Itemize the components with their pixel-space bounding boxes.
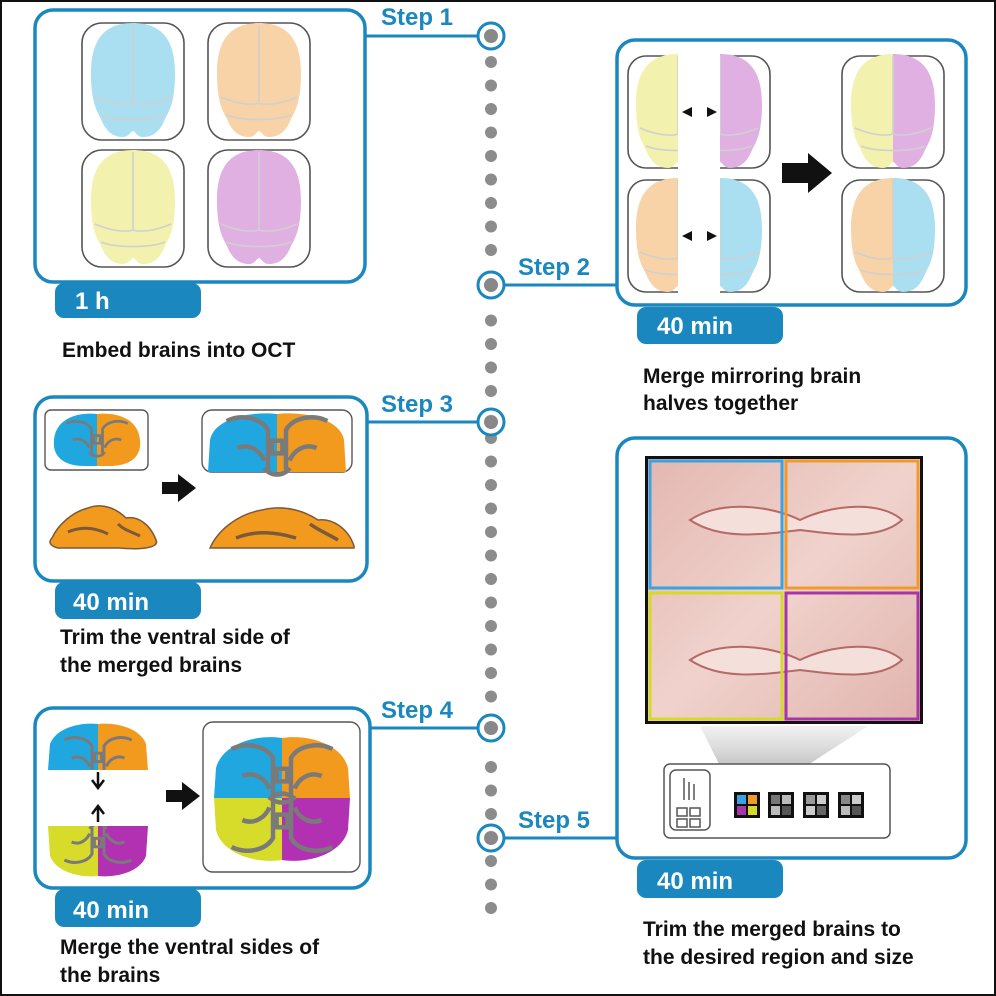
step3-caption-line2: the merged brains bbox=[60, 654, 242, 677]
gray-square-icon bbox=[768, 792, 794, 818]
step-node-4 bbox=[476, 713, 506, 743]
slide-scanner-icon bbox=[663, 763, 891, 839]
step1-time: 1 h bbox=[75, 288, 110, 315]
step1-caption-line1: Embed brains into OCT bbox=[62, 339, 296, 362]
step1-label: Step 1 bbox=[381, 4, 453, 31]
step-node-1 bbox=[476, 21, 506, 51]
coronal-section-small bbox=[44, 409, 149, 471]
sagittal-section-small bbox=[49, 505, 158, 550]
timeline-dot bbox=[485, 173, 497, 186]
step1-panel bbox=[33, 8, 367, 284]
timeline-dot bbox=[485, 244, 497, 256]
timeline-dot bbox=[485, 761, 497, 773]
step5-label: Step 5 bbox=[518, 807, 590, 834]
timeline-dot bbox=[485, 573, 497, 585]
timeline-dot bbox=[485, 784, 497, 797]
timeline-dot bbox=[485, 197, 497, 209]
timeline-dot bbox=[485, 79, 497, 92]
color-square-icon bbox=[734, 792, 760, 818]
arrow-right-icon bbox=[782, 153, 832, 193]
timeline-dot bbox=[485, 385, 497, 397]
step3-time: 40 min bbox=[73, 589, 149, 616]
timeline-dot bbox=[485, 596, 497, 609]
timeline-dot bbox=[485, 549, 497, 562]
step4-label: Step 4 bbox=[381, 697, 454, 724]
timeline-dot bbox=[485, 479, 497, 491]
step4-time: 40 min bbox=[73, 897, 149, 924]
step3-label: Step 3 bbox=[381, 391, 453, 418]
embedded-brain-peach bbox=[207, 22, 311, 141]
step-node-5 bbox=[476, 823, 506, 853]
timeline-dot bbox=[485, 220, 497, 233]
step4-panel bbox=[33, 706, 372, 890]
arrow-converge-icon bbox=[682, 107, 717, 241]
step4-caption-line1: Merge the ventral sides of bbox=[60, 936, 320, 959]
step2-caption-line1: Merge mirroring brain bbox=[643, 365, 861, 388]
timeline-dot bbox=[485, 103, 497, 115]
timeline bbox=[485, 56, 497, 914]
embedded-brain-purple bbox=[207, 149, 311, 268]
timeline-dot bbox=[485, 314, 497, 327]
step2-time-tab: 40 min bbox=[637, 307, 783, 344]
step2-label: Step 2 bbox=[518, 254, 590, 281]
embedded-brain-blue bbox=[81, 22, 185, 141]
step5-time-tab: 40 min bbox=[637, 860, 783, 898]
timeline-dot bbox=[485, 150, 497, 162]
quadrant-frame-orange bbox=[784, 459, 920, 590]
timeline-dot bbox=[485, 338, 497, 350]
timeline-dot bbox=[485, 808, 497, 820]
step-node-3 bbox=[476, 407, 506, 437]
timeline-dot bbox=[485, 878, 497, 891]
step5-caption-line2: the desired region and size bbox=[643, 946, 914, 969]
step2-panel bbox=[615, 38, 968, 307]
step3-caption-line1: Trim the ventral side of bbox=[60, 626, 291, 649]
step2-time: 40 min bbox=[657, 313, 733, 340]
timeline-dot bbox=[485, 643, 497, 656]
arrow-right-icon bbox=[162, 474, 196, 502]
split-mold-bottom bbox=[627, 174, 771, 299]
timeline-dot bbox=[485, 455, 497, 468]
timeline-dot bbox=[485, 690, 497, 703]
step2-caption-line2: halves together bbox=[643, 392, 798, 415]
tissue-image bbox=[645, 456, 923, 724]
embedded-brain-yellow bbox=[81, 149, 185, 268]
merged-mold-top bbox=[841, 54, 945, 169]
step3-time-tab: 40 min bbox=[55, 582, 201, 619]
timeline-dot bbox=[485, 361, 497, 374]
quadrant-frame-yellow bbox=[648, 591, 784, 721]
step1-time-tab: 1 h bbox=[55, 283, 201, 318]
quadrant-frame-blue bbox=[648, 459, 784, 590]
timeline-dot bbox=[485, 855, 497, 867]
step5-panel bbox=[615, 436, 968, 860]
timeline-dot bbox=[485, 126, 497, 139]
timeline-dot bbox=[485, 502, 497, 515]
quadrant-frame-purple bbox=[784, 591, 920, 721]
step-node-2 bbox=[476, 270, 506, 300]
coronal-section-trimmed bbox=[201, 409, 353, 475]
step5-caption-line1: Trim the merged brains to bbox=[643, 918, 901, 941]
split-mold-top bbox=[627, 50, 771, 175]
step4-time-tab: 40 min bbox=[55, 889, 201, 927]
timeline-dot bbox=[485, 902, 497, 914]
step4-caption-line2: the brains bbox=[60, 964, 160, 987]
coronal-pair-stacked bbox=[42, 723, 160, 877]
merged-mold-bottom bbox=[841, 178, 945, 293]
timeline-dot bbox=[485, 667, 497, 679]
timeline-dot bbox=[485, 620, 497, 632]
timeline-dot bbox=[485, 56, 497, 68]
gray-square-icon bbox=[838, 792, 864, 818]
arrow-right-icon bbox=[166, 782, 200, 810]
sagittal-section-trimmed bbox=[208, 507, 355, 549]
timeline-dot bbox=[485, 526, 497, 538]
gray-square-icon bbox=[803, 792, 829, 818]
step5-time: 40 min bbox=[657, 868, 733, 895]
merged-four-quadrant-section bbox=[202, 721, 361, 873]
step3-panel bbox=[33, 395, 369, 583]
